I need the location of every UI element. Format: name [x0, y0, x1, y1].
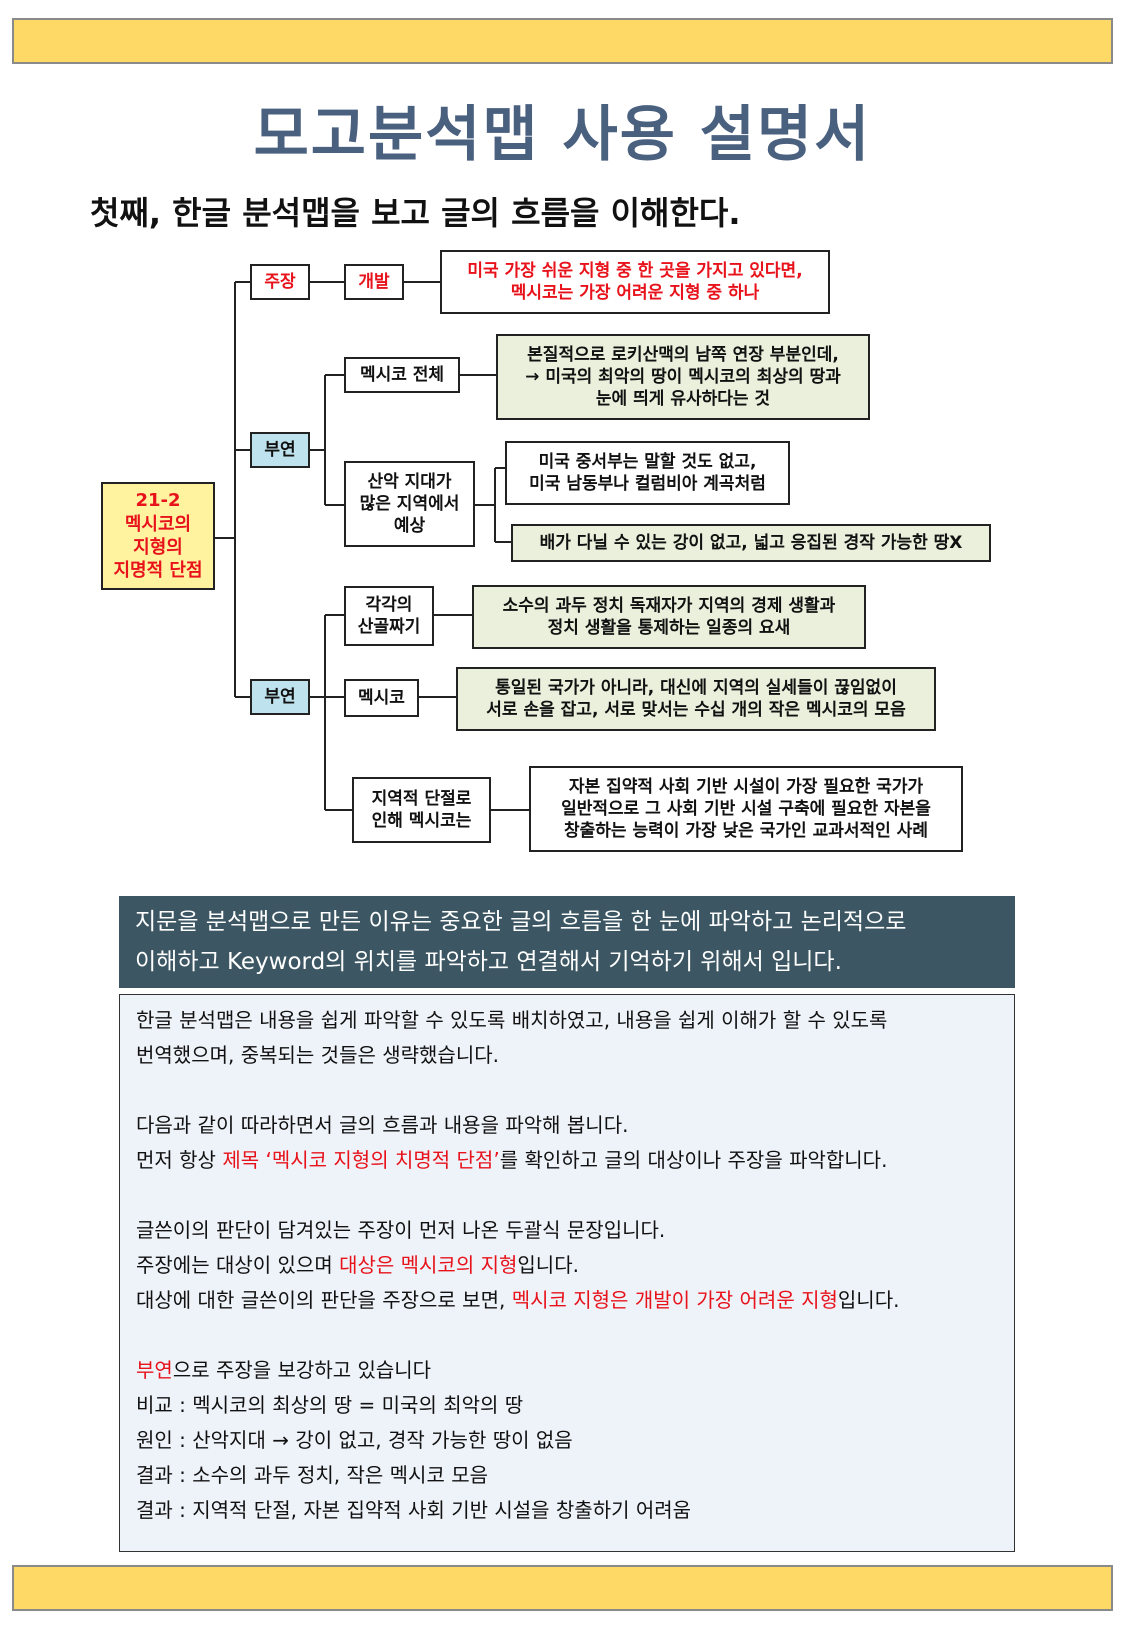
instruction-line: 부연으로 주장을 보강하고 있습니다: [136, 1358, 432, 1382]
claim-highlight: 멕시코 지형은 개발이 가장 어려운 지형: [511, 1288, 838, 1312]
title-highlight: 제목 ‘멕시코 지형의 치명적 단점’: [222, 1148, 500, 1172]
instruction-line: 주장에는 대상이 있으며 대상은 멕시코의 지형입니다.: [136, 1253, 579, 1277]
claim-label: 주장: [250, 264, 310, 300]
instruction-line: 다음과 같이 따라하면서 글의 흐름과 내용을 파악해 봅니다.: [136, 1113, 629, 1137]
top-banner: [12, 18, 1113, 64]
page-subtitle: 첫째, 한글 분석맵을 보고 글의 흐름을 이해한다.: [90, 194, 741, 232]
instruction-line: 글쓴이의 판단이 담겨있는 주장이 먼저 나온 두괄식 문장입니다.: [136, 1218, 666, 1242]
purpose-line-2: 이해하고 Keyword의 위치를 파악하고 연결해서 기억하기 위해서 입니다…: [135, 949, 842, 975]
instruction-line: 한글 분석맵은 내용을 쉽게 파악할 수 있도록 배치하였고, 내용을 쉽게 이…: [136, 1008, 888, 1032]
instruction-line: 대상에 대한 글쓴이의 판단을 주장으로 보면, 멕시코 지형은 개발이 가장 …: [136, 1288, 900, 1312]
support-highlight: 부연: [136, 1358, 173, 1382]
subject-highlight: 대상은 멕시코의 지형: [339, 1253, 518, 1277]
support1-label: 부연: [250, 432, 310, 468]
mexico-whole-node: 멕시코 전체: [344, 357, 460, 393]
mexico-whole-text: 본질적으로 로키산맥의 남쪽 연장 부분인데,→ 미국의 최악의 땅이 멕시코의…: [496, 334, 870, 420]
claim-sub-label: 개발: [344, 264, 404, 300]
summary-item: 결과 : 지역적 단절, 자본 집약적 사회 기반 시설을 창출하기 어려움: [136, 1498, 692, 1522]
instruction-line: 먼저 항상 제목 ‘멕시코 지형의 치명적 단점’를 확인하고 글의 대상이나 …: [136, 1148, 888, 1172]
map-connectors: [215, 281, 529, 811]
instruction-line: 번역했으며, 중복되는 것들은 생략했습니다.: [136, 1043, 499, 1067]
summary-item: 비교 : 멕시코의 최상의 땅 = 미국의 최악의 땅: [136, 1393, 524, 1417]
bottom-banner: [12, 1565, 1113, 1611]
purpose-banner: 지문을 분석맵으로 만든 이유는 중요한 글의 흐름을 한 눈에 파악하고 논리…: [119, 896, 1015, 988]
desert-text-2: 배가 다닐 수 있는 강이 없고, 넓고 응집된 경작 가능한 땅X: [511, 524, 991, 562]
summary-item: 결과 : 소수의 과두 정치, 작은 멕시코 모음: [136, 1463, 488, 1487]
support2-label: 부연: [250, 679, 310, 715]
page-title: 모고분석맵 사용 설명서: [253, 100, 872, 170]
purpose-line-1: 지문을 분석맵으로 만든 이유는 중요한 글의 흐름을 한 눈에 파악하고 논리…: [135, 909, 907, 935]
claim-text: 미국 가장 쉬운 지형 중 한 곳을 가지고 있다면,멕시코는 가장 어려운 지…: [440, 250, 830, 314]
mexico-node: 멕시코: [344, 679, 419, 717]
instructions-panel: 한글 분석맵은 내용을 쉽게 파악할 수 있도록 배치하였고, 내용을 쉽게 이…: [119, 994, 1015, 1552]
desert-text-1: 미국 중서부는 말할 것도 없고,미국 남동부나 컬럼비아 계곡처럼: [505, 441, 790, 505]
summary-item: 원인 : 산악지대 → 강이 없고, 경작 가능한 땅이 없음: [136, 1428, 573, 1452]
